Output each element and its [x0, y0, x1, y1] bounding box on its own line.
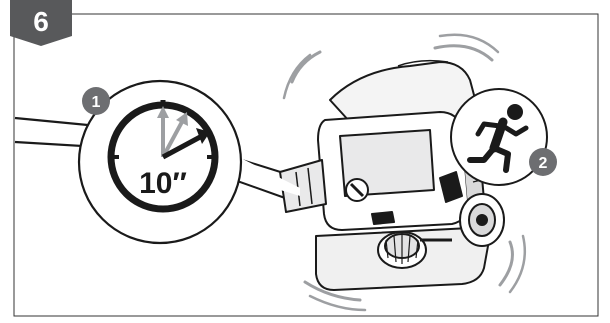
callout-1-number: 1 [92, 94, 101, 111]
callout-running: 2 [451, 89, 557, 185]
callout-2-number: 2 [539, 155, 548, 172]
step-badge: 6 [10, 0, 72, 46]
timer-label: 10″ [139, 167, 187, 200]
step-number: 6 [33, 6, 49, 37]
callout-stopwatch: 10″ 1 [79, 81, 300, 243]
